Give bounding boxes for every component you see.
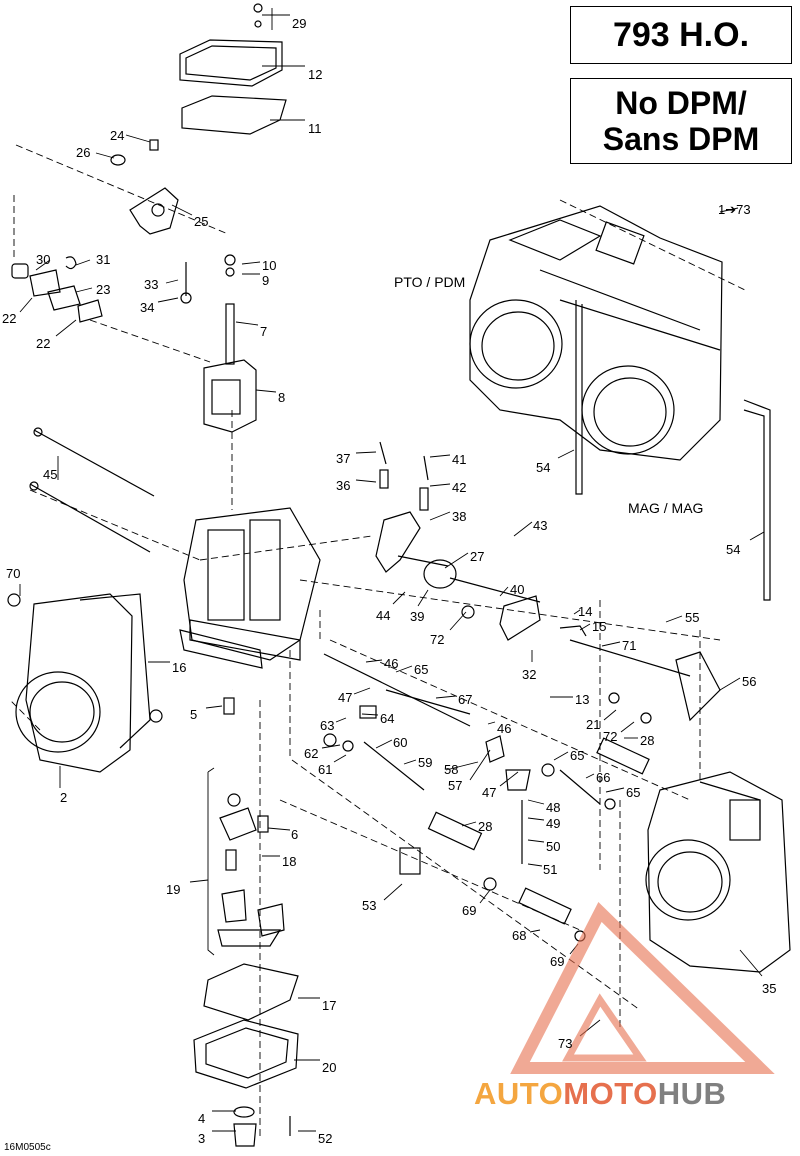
mag-label: MAG / MAG bbox=[628, 500, 704, 516]
part-number: 41 bbox=[452, 452, 467, 467]
part-number: 42 bbox=[452, 480, 467, 495]
range-label: 1➔73 bbox=[718, 202, 751, 217]
part-number: 8 bbox=[278, 390, 286, 405]
part-number: 55 bbox=[685, 610, 700, 625]
part-number: 29 bbox=[292, 16, 307, 31]
watermark-part-2: MOTO bbox=[563, 1076, 658, 1111]
part-number: 30 bbox=[36, 252, 51, 267]
part-number: 28 bbox=[478, 819, 493, 834]
part-number: 2 bbox=[60, 790, 68, 805]
part-number: 51 bbox=[543, 862, 558, 877]
part-number: 6 bbox=[291, 827, 299, 842]
part-number: 3 bbox=[198, 1131, 206, 1146]
part-number: 40 bbox=[510, 582, 525, 597]
part-number: 54 bbox=[726, 542, 741, 557]
watermark-logo-mark bbox=[510, 902, 775, 1074]
part-number: 57 bbox=[448, 778, 463, 793]
part-number: 63 bbox=[320, 718, 335, 733]
part-number: 19 bbox=[166, 882, 181, 897]
part-number: 20 bbox=[322, 1060, 337, 1075]
part-number: 43 bbox=[533, 518, 548, 533]
part-number: 46 bbox=[497, 721, 512, 736]
part-number: 73 bbox=[558, 1036, 573, 1051]
part-number: 12 bbox=[308, 67, 323, 82]
part-number: 45 bbox=[43, 467, 58, 482]
model-title: 793 H.O. bbox=[612, 15, 750, 54]
part-number: 18 bbox=[282, 854, 297, 869]
part-number: 24 bbox=[110, 128, 125, 143]
part-number: 72 bbox=[603, 729, 618, 744]
part-number: 68 bbox=[512, 928, 527, 943]
part-number: 69 bbox=[550, 954, 565, 969]
part-number: 47 bbox=[338, 690, 353, 705]
part-number: 65 bbox=[626, 785, 641, 800]
part-number: 27 bbox=[470, 549, 485, 564]
part-number: 28 bbox=[640, 733, 655, 748]
part-number: 48 bbox=[546, 800, 561, 815]
part-number: 56 bbox=[742, 674, 757, 689]
watermark-part-1: AUTO bbox=[474, 1076, 564, 1111]
part-number: 62 bbox=[304, 746, 319, 761]
model-title-box: 793 H.O. bbox=[570, 6, 792, 64]
part-number: 22 bbox=[36, 336, 51, 351]
variant-line-2: Sans DPM bbox=[602, 121, 760, 157]
watermark-text: AUTOMOTOHUB bbox=[474, 1076, 726, 1112]
part-number: 14 bbox=[578, 604, 593, 619]
part-number: 37 bbox=[336, 451, 351, 466]
part-number: 69 bbox=[462, 903, 477, 918]
part-number: 13 bbox=[575, 692, 590, 707]
part-number: 17 bbox=[322, 998, 337, 1013]
part-number: 34 bbox=[140, 300, 155, 315]
part-number: 16 bbox=[172, 660, 187, 675]
variant-box: No DPM/ Sans DPM bbox=[570, 78, 792, 164]
part-number: 60 bbox=[393, 735, 408, 750]
part-number: 71 bbox=[622, 638, 637, 653]
part-number: 26 bbox=[76, 145, 91, 160]
part-number: 32 bbox=[522, 667, 537, 682]
part-number: 52 bbox=[318, 1131, 333, 1146]
part-number: 5 bbox=[190, 707, 198, 722]
part-number: 61 bbox=[318, 762, 333, 777]
part-number: 67 bbox=[458, 692, 473, 707]
part-number: 9 bbox=[262, 273, 270, 288]
part-number: 44 bbox=[376, 608, 391, 623]
part-number: 11 bbox=[308, 121, 322, 136]
part-number: 58 bbox=[444, 762, 459, 777]
part-number: 33 bbox=[144, 277, 159, 292]
part-number: 39 bbox=[410, 609, 425, 624]
pto-label: PTO / PDM bbox=[394, 274, 466, 290]
part-number: 25 bbox=[194, 214, 209, 229]
part-number: 54 bbox=[536, 460, 551, 475]
part-number: 36 bbox=[336, 478, 351, 493]
part-number: 15 bbox=[592, 619, 607, 634]
part-number: 65 bbox=[414, 662, 429, 677]
part-number: 31 bbox=[96, 252, 111, 267]
part-number: 64 bbox=[380, 711, 395, 726]
drawing-code: 16M0505c bbox=[4, 1142, 51, 1153]
part-number: 53 bbox=[362, 898, 377, 913]
part-number: 10 bbox=[262, 258, 277, 273]
part-number: 70 bbox=[6, 566, 21, 581]
part-number: 7 bbox=[260, 324, 268, 339]
part-number: 4 bbox=[198, 1111, 206, 1126]
part-number: 38 bbox=[452, 509, 467, 524]
part-number: 35 bbox=[762, 981, 777, 996]
part-number: 49 bbox=[546, 816, 561, 831]
part-number: 23 bbox=[96, 282, 111, 297]
variant-line-1: No DPM/ bbox=[615, 85, 747, 121]
watermark-part-3: HUB bbox=[657, 1076, 727, 1111]
part-number: 59 bbox=[418, 755, 433, 770]
part-number: 21 bbox=[586, 717, 601, 732]
part-number: 72 bbox=[430, 632, 445, 647]
part-number: 50 bbox=[546, 839, 561, 854]
part-number: 47 bbox=[482, 785, 497, 800]
part-number: 65 bbox=[570, 748, 585, 763]
part-number: 22 bbox=[2, 311, 17, 326]
part-number: 66 bbox=[596, 770, 611, 785]
part-number: 46 bbox=[384, 656, 399, 671]
